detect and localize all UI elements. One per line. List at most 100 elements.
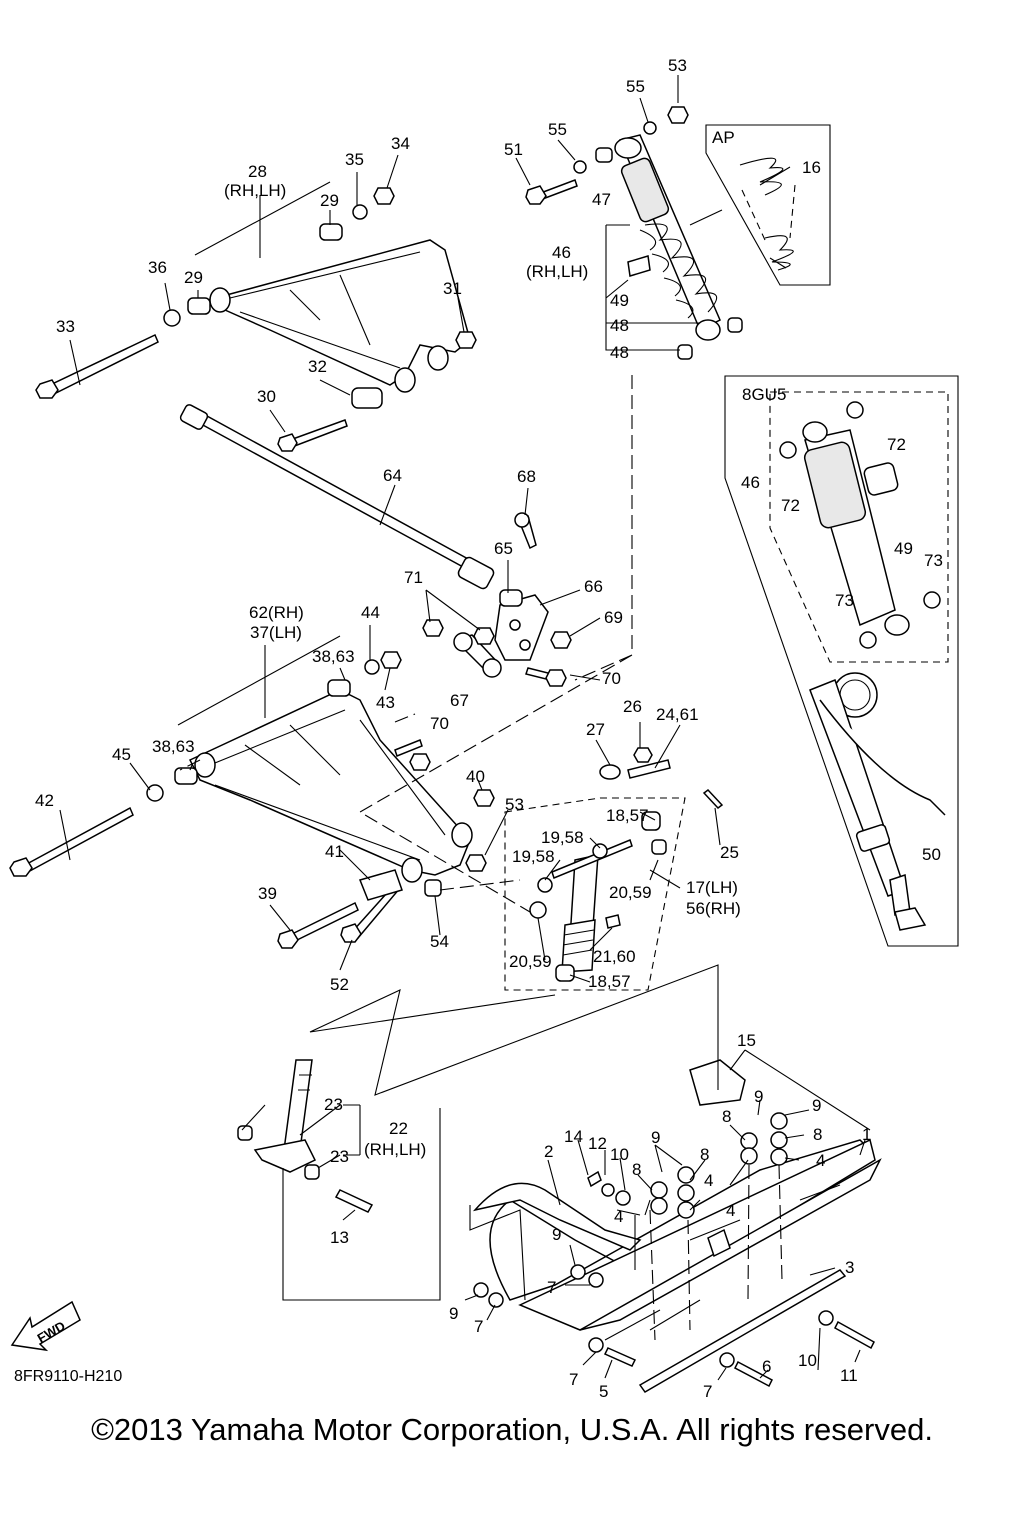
callout-54: 54: [430, 932, 449, 951]
callout-29: 29: [320, 191, 339, 210]
callout-4: 4: [614, 1207, 623, 1226]
callout-53: 53: [505, 795, 524, 814]
callout-20-59: 20,59: [509, 952, 552, 971]
callout-8: 8: [700, 1145, 709, 1164]
callout-64: 64: [383, 466, 402, 485]
callout-8: 8: [722, 1107, 731, 1126]
callout-49: 49: [610, 291, 629, 310]
spindle-assembly: [504, 747, 724, 991]
callout-7: 7: [569, 1370, 578, 1389]
callout-10: 10: [610, 1145, 629, 1164]
shock-absorber: [525, 106, 743, 360]
variant-inset: 8GU5: [724, 375, 959, 947]
callout-33: 33: [56, 317, 75, 336]
tie-rod: [179, 404, 495, 590]
callout-8: 8: [632, 1160, 641, 1179]
callout-62: 62(RH): [249, 603, 304, 622]
callout-35: 35: [345, 150, 364, 169]
diagram-code: 8FR9110-H210: [14, 1368, 122, 1385]
copyright-notice: ©2013 Yamaha Motor Corporation, U.S.A. A…: [91, 1412, 933, 1447]
callout-46-rh-lh: (RH,LH): [526, 262, 588, 281]
callout-40: 40: [466, 767, 485, 786]
callout-55: 55: [548, 120, 567, 139]
callout-46: 46: [552, 243, 571, 262]
steering-bracket: [494, 512, 572, 687]
callout-18-57: 18,57: [606, 806, 649, 825]
callout-22-rh-lh: (RH,LH): [364, 1140, 426, 1159]
callout-23: 23: [324, 1095, 343, 1114]
callout-53: 53: [668, 56, 687, 75]
callout-26: 26: [623, 697, 642, 716]
callout-44: 44: [361, 603, 380, 622]
callout-37: 37(LH): [250, 623, 302, 642]
callout-46: 46: [741, 473, 760, 492]
variant-inset-label: 8GU5: [742, 385, 786, 404]
callout-32: 32: [308, 357, 327, 376]
lower-arm-bolts: [9, 739, 442, 949]
callout-4: 4: [704, 1171, 713, 1190]
callout-9: 9: [449, 1304, 458, 1323]
callout-9: 9: [812, 1096, 821, 1115]
callout-65: 65: [494, 539, 513, 558]
callout-45: 45: [112, 745, 131, 764]
callout-72: 72: [887, 435, 906, 454]
callout-14: 14: [564, 1127, 583, 1146]
callout-51: 51: [504, 140, 523, 159]
link-rod: [422, 619, 502, 678]
callout-2: 2: [544, 1142, 553, 1161]
callout-55: 55: [626, 77, 645, 96]
callout-41: 41: [325, 842, 344, 861]
callout-69: 69: [604, 608, 623, 627]
callout-22: 22: [389, 1119, 408, 1138]
callout-9: 9: [754, 1087, 763, 1106]
callout-38-63: 38,63: [312, 647, 355, 666]
callout-5: 5: [599, 1382, 608, 1400]
callout-27: 27: [586, 720, 605, 739]
ski: [472, 1059, 882, 1393]
spindle: [237, 1059, 374, 1213]
callout-13: 13: [330, 1228, 349, 1247]
callout-15: 15: [737, 1031, 756, 1050]
callout-47: 47: [592, 190, 611, 209]
callout-71: 71: [404, 568, 423, 587]
callout-29: 29: [184, 268, 203, 287]
callout-66: 66: [584, 577, 603, 596]
callout-7: 7: [547, 1278, 556, 1297]
callout-34: 34: [391, 134, 410, 153]
callout-72: 72: [781, 496, 800, 515]
callout-19-58: 19,58: [541, 828, 584, 847]
callout-7: 7: [474, 1317, 483, 1336]
callout-70: 70: [430, 714, 449, 733]
callout-39: 39: [258, 884, 277, 903]
callout-1: 1: [862, 1125, 871, 1144]
callout-7: 7: [703, 1382, 712, 1400]
callout-11: 11: [840, 1366, 858, 1385]
callout-23: 23: [330, 1147, 349, 1166]
callout-42: 42: [35, 791, 54, 810]
callout-52: 52: [330, 975, 349, 994]
ap-inset-label: AP: [712, 128, 735, 147]
shock-pump: [809, 672, 946, 931]
callout-9: 9: [552, 1225, 561, 1244]
callout-50: 50: [922, 845, 941, 864]
callout-6: 6: [762, 1357, 771, 1376]
callout-24-61: 24,61: [656, 705, 699, 724]
callout-68: 68: [517, 467, 536, 486]
parts-diagram: AP 8GU5: [9, 56, 959, 1400]
callout-19-58: 19,58: [512, 847, 555, 866]
callout-10: 10: [798, 1351, 817, 1370]
callout-labels: 1 2 3 4 4 4 4 5 6 7 7 7 7 8 8 8 8 9 9 9 …: [35, 56, 943, 1400]
callout-12: 12: [588, 1134, 607, 1153]
upper-a-arm: [206, 239, 471, 393]
callout-21-60: 21,60: [593, 947, 636, 966]
ski-hardware: [473, 1112, 875, 1388]
callout-4: 4: [726, 1201, 735, 1220]
callout-43: 43: [376, 693, 395, 712]
ap-inset: AP: [705, 124, 831, 286]
callout-4: 4: [816, 1151, 825, 1170]
callout-30: 30: [257, 387, 276, 406]
callout-16: 16: [802, 158, 821, 177]
callout-48: 48: [610, 343, 629, 362]
callout-49: 49: [894, 539, 913, 558]
callout-3: 3: [845, 1258, 854, 1277]
